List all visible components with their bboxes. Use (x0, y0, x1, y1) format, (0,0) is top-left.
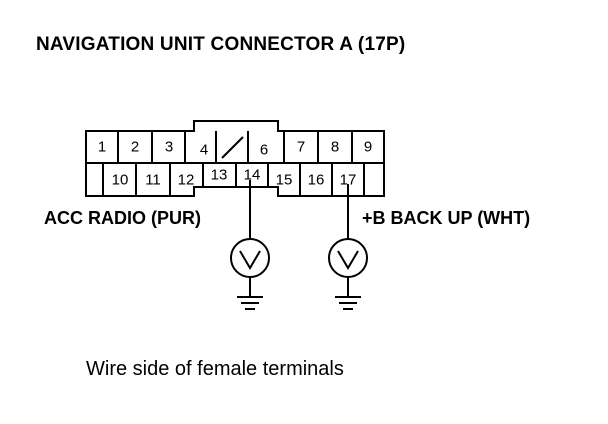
voltmeter-left (230, 238, 270, 278)
label-back-up: +B BACK UP (WHT) (362, 208, 531, 228)
pin-8: 8 (331, 139, 339, 156)
caption: Wire side of female terminals (86, 358, 344, 380)
pin-9: 9 (364, 139, 372, 156)
blank-pin-diagonal (221, 136, 244, 159)
connector-outline (85, 120, 385, 197)
pin-3: 3 (165, 139, 173, 156)
pin-2: 2 (131, 139, 139, 156)
ground-right (335, 296, 361, 310)
pin-1: 1 (98, 139, 106, 156)
pin-6: 6 (260, 142, 268, 159)
pin-7: 7 (297, 139, 305, 156)
pin-13: 13 (211, 167, 228, 184)
pin-15: 15 (276, 172, 293, 189)
pin-12: 12 (178, 172, 195, 189)
pin-14: 14 (244, 167, 261, 184)
ground-left (237, 296, 263, 310)
diagram-title: NAVIGATION UNIT CONNECTOR A (17P) (36, 34, 406, 55)
voltmeter-right (328, 238, 368, 278)
pin-17: 17 (340, 172, 357, 189)
pin-11: 11 (145, 172, 161, 189)
pin-16: 16 (308, 172, 325, 189)
pin-10: 10 (112, 172, 129, 189)
pin-4: 4 (200, 142, 208, 159)
label-acc-radio: ACC RADIO (PUR) (44, 208, 201, 228)
